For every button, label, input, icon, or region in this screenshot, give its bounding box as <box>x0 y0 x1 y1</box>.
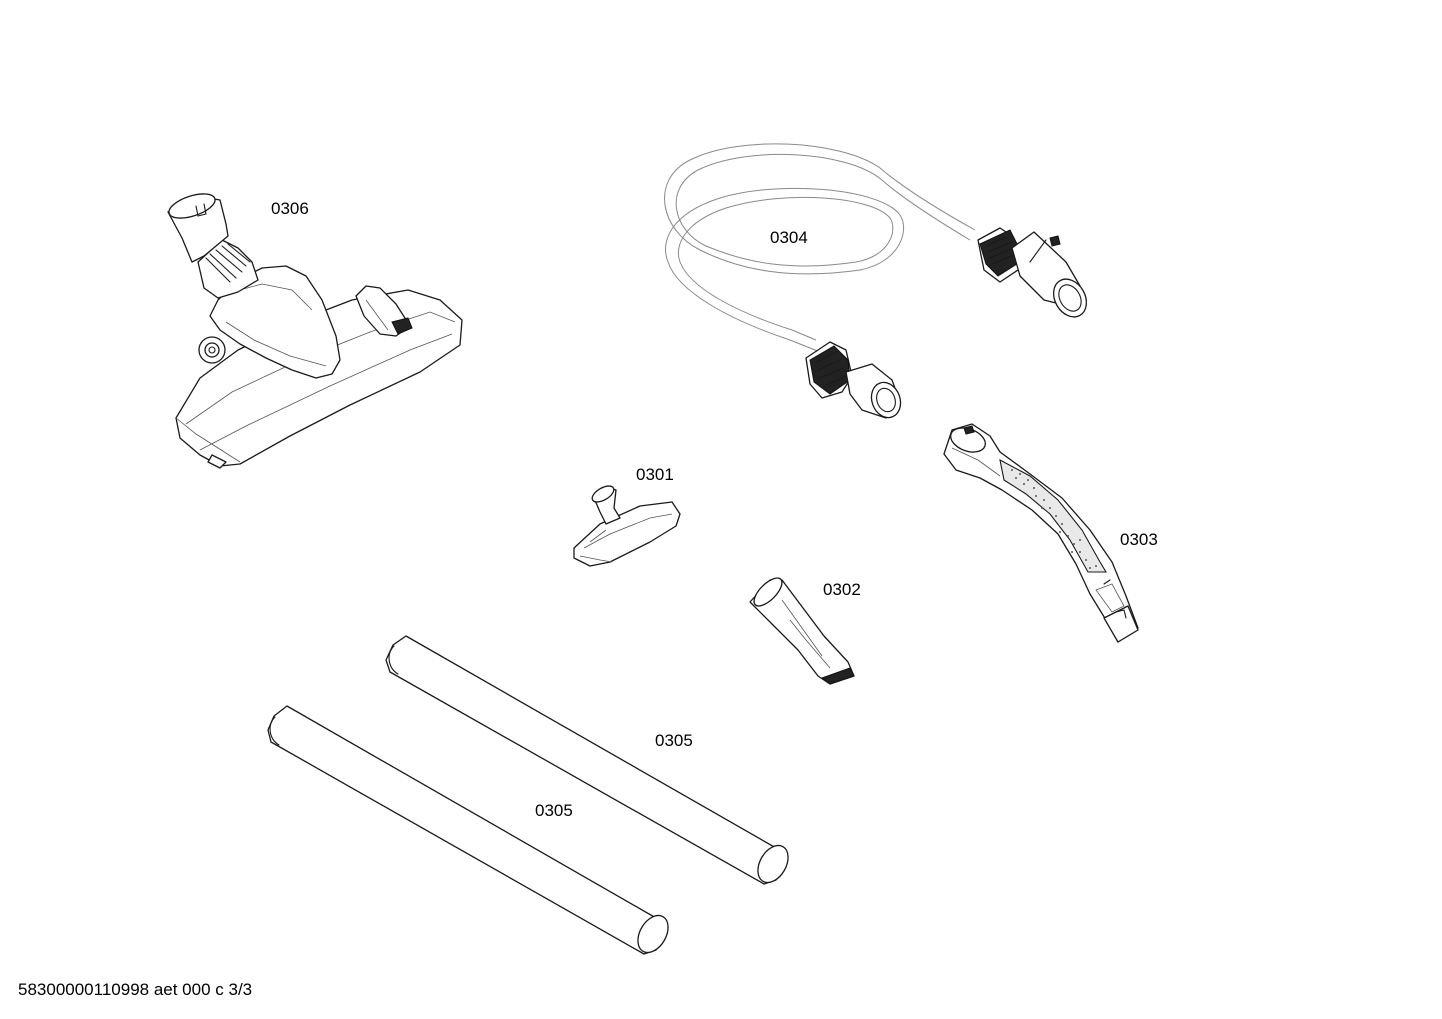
part-label-0303: 0303 <box>1120 530 1158 549</box>
suction-hose-drawing <box>664 143 1088 419</box>
extension-tube-upper-drawing <box>385 635 789 885</box>
part-label-0305-upper: 0305 <box>655 731 693 750</box>
extension-tube-lower-drawing <box>267 705 669 955</box>
hose-handle-drawing <box>943 423 1139 643</box>
part-label-0302: 0302 <box>823 580 861 599</box>
floor-nozzle-drawing <box>167 193 463 469</box>
part-label-0306: 0306 <box>271 199 309 218</box>
upholstery-nozzle-drawing <box>573 485 681 567</box>
part-label-0304: 0304 <box>770 228 808 247</box>
document-footer-code: 58300000110998 aet 000 c 3/3 <box>18 980 253 999</box>
part-label-0301: 0301 <box>636 465 674 484</box>
crevice-nozzle-drawing <box>749 577 855 685</box>
part-label-0305-lower: 0305 <box>535 801 573 820</box>
